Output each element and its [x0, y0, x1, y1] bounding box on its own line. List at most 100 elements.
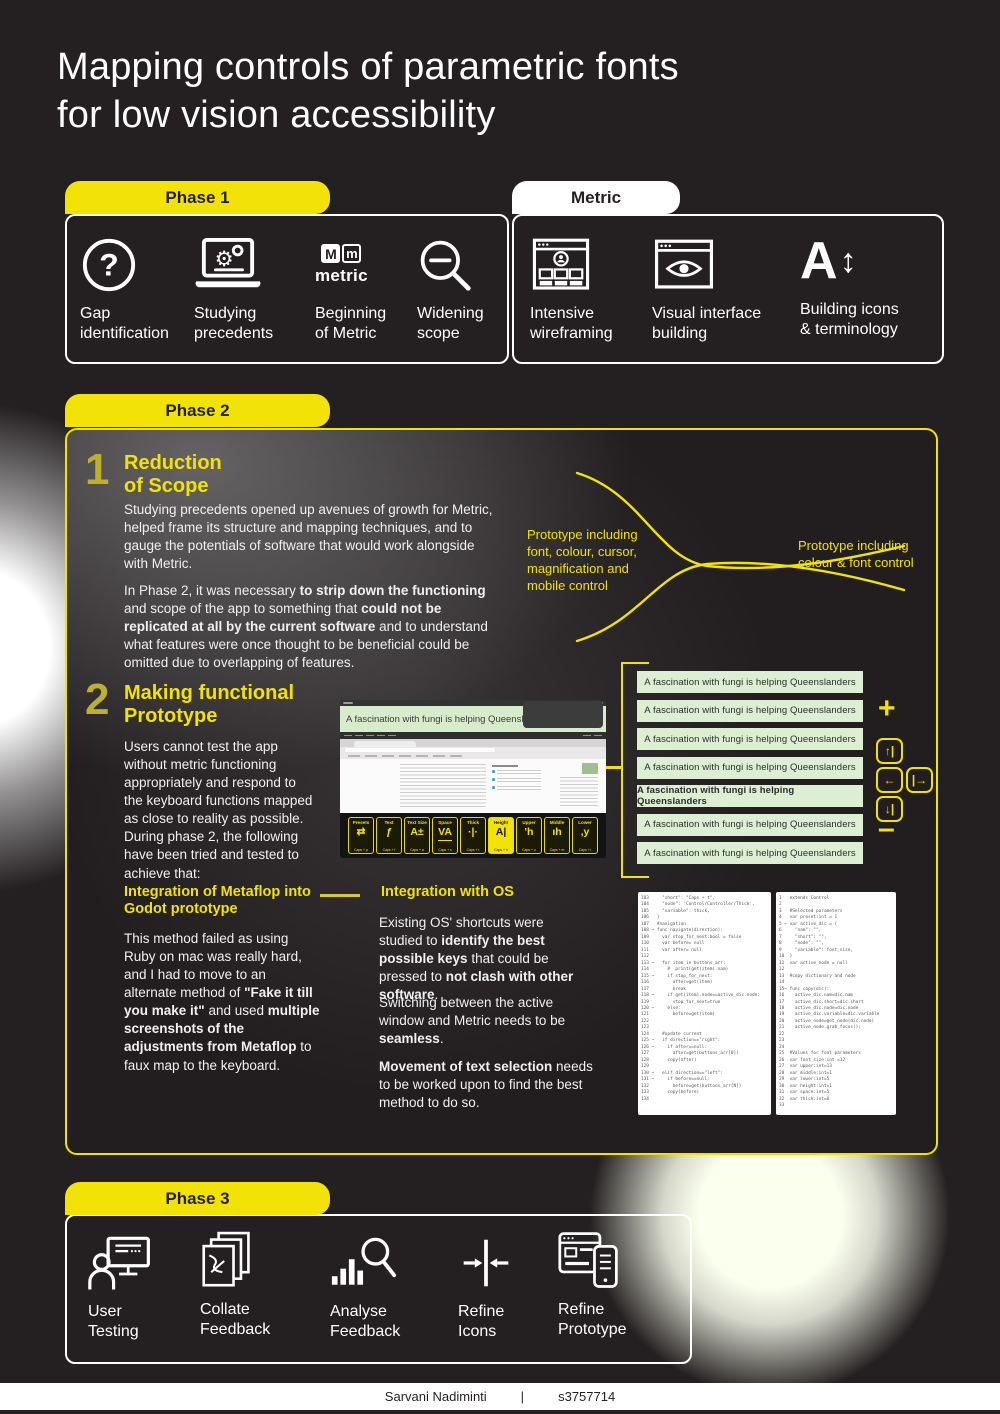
key-points-panel	[492, 765, 548, 799]
metric-wordmark: metric	[315, 266, 368, 285]
metric-item-intensive-wireframing: Intensive wireframing	[530, 234, 645, 344]
heading-dash	[320, 894, 360, 897]
phase2-tab-label: Phase 2	[165, 400, 230, 420]
dark-overlay	[523, 701, 603, 728]
author-name: Sarvani Nadiminti	[384, 1389, 487, 1404]
bottom-strip	[0, 1410, 1000, 1414]
address-bar	[340, 747, 606, 753]
student-id: s3757714	[558, 1389, 616, 1404]
chrome-menubar	[340, 732, 606, 739]
code-text: 103 "short": "Caps + t", 104 "node": 'Co…	[641, 896, 760, 1102]
section1-number: 1	[85, 445, 110, 494]
variable-font-row: A fascination with fungi is helping Quee…	[637, 671, 863, 693]
headline-banner: A fascination with fungi is helping Quee…	[340, 701, 606, 732]
page-content	[340, 759, 606, 813]
wireframe-window-icon	[530, 234, 592, 296]
key-thick: Thick·|·Caps + t	[459, 817, 487, 854]
letter-a-updown-icon: A ↕	[800, 232, 857, 290]
section1-paragraph-1: Studying precedents opened up avenues of…	[124, 502, 493, 572]
footer-separator: |	[520, 1389, 525, 1404]
variable-font-row: A fascination with fungi is helping Quee…	[637, 728, 863, 750]
phase3-item-label: Refine Icons	[458, 1303, 505, 1341]
svg-text:?: ?	[99, 247, 118, 283]
phase1-tab-label: Phase 1	[165, 187, 230, 207]
question-circle-icon: ?	[80, 234, 138, 296]
variable-font-row: A fascination with fungi is helping Quee…	[637, 813, 863, 836]
variable-font-row: A fascination with fungi is helping Quee…	[637, 842, 863, 864]
phase3-item-user-testing: User Testing	[88, 1232, 188, 1342]
metric-item-label: Visual interface building	[652, 305, 762, 343]
funnel-curves	[572, 458, 912, 658]
magnifier-minus-icon	[417, 234, 473, 296]
arrow-left-key-icon: ←	[876, 767, 903, 793]
phase3-item-refine-prototype: Refine Prototype	[558, 1230, 668, 1340]
phase2-tab: Phase 2	[65, 394, 330, 427]
browser-chrome	[340, 739, 606, 759]
section1-heading: Reduction of Scope	[124, 452, 222, 497]
stacked-pages-icon	[200, 1230, 254, 1292]
phase1-item-beginning-of-metric: M m metric Beginning of Metric	[315, 234, 415, 344]
phase1-item-widening-scope: Widening scope	[417, 234, 502, 344]
phase3-item-refine-icons: Refine Icons	[458, 1232, 543, 1342]
eye-window-icon	[652, 234, 716, 296]
prototype-browser-screenshot: A fascination with fungi is helping Quee…	[340, 700, 606, 858]
metric-item-label: Intensive wireframing	[530, 305, 613, 343]
key-presets: Presets⇄Caps + p	[347, 817, 375, 854]
os-heading: Integration with OS	[381, 884, 514, 900]
phase3-item-collate-feedback: Collate Feedback	[200, 1230, 310, 1340]
metric-tab-label: Metric	[570, 187, 622, 207]
barchart-magnifier-icon	[330, 1232, 398, 1294]
phase3-item-label: Refine Prototype	[558, 1301, 627, 1339]
metric-item-label: Building icons & terminology	[800, 301, 899, 339]
funnel-left-label: Prototype including font, colour, cursor…	[527, 527, 638, 593]
connector-line	[606, 766, 623, 769]
variable-font-row: A fascination with fungi is helping Quee…	[637, 785, 863, 807]
phase1-box	[65, 214, 509, 364]
metaflop-heading: Integration of Metaflop into Godot proto…	[124, 884, 311, 918]
phase3-item-label: User Testing	[88, 1303, 139, 1341]
section2-number: 2	[85, 675, 110, 724]
headline-text: A fascination with fungi is helping Quee…	[346, 713, 553, 725]
os-paragraph-3: Movement of text selection needs to be w…	[379, 1059, 593, 1111]
tab-bar	[340, 739, 606, 747]
arrow-up-key-icon: ↑|	[876, 738, 903, 764]
phase3-item-analyse-feedback: Analyse Feedback	[330, 1232, 440, 1342]
section2-heading: Making functional Prototype	[124, 682, 294, 727]
variable-font-row: A fascination with fungi is helping Quee…	[637, 699, 863, 722]
os-paragraph-2: Switching between the active window and …	[379, 995, 566, 1047]
phase3-box	[65, 1214, 692, 1364]
metric-box	[512, 214, 944, 364]
laptop-gear-icon: ⚙	[194, 234, 262, 296]
phase1-item-label: Widening scope	[417, 305, 484, 343]
code-screenshot-navigation: 103 "short": "Caps + t", 104 "node": 'Co…	[638, 892, 771, 1115]
phase1-item-label: Beginning of Metric	[315, 305, 387, 343]
user-monitor-icon	[88, 1232, 152, 1294]
poster-title: Mapping controls of parametric fonts for…	[57, 46, 679, 136]
browser-phone-icon	[558, 1230, 620, 1292]
arrow-down-key-icon: ↓|	[876, 796, 903, 822]
footer: Sarvani Nadiminti | s3757714	[0, 1383, 1000, 1410]
section1-paragraph-2: In Phase 2, it was necessary to strip do…	[124, 583, 488, 671]
section2-body: Users cannot test the app without metric…	[124, 739, 313, 881]
phase3-item-label: Analyse Feedback	[330, 1303, 401, 1341]
phase3-tab-label: Phase 3	[165, 1188, 230, 1208]
phase1-item-gap-identification: ? Gap identification	[80, 234, 192, 344]
metric-logo-icon: M m metric	[315, 244, 368, 285]
metaflop-body: This method failed as using Ruby on mac …	[124, 931, 320, 1073]
converge-arrows-icon	[458, 1232, 514, 1294]
metric-item-building-icons: A ↕ Building icons & terminology	[800, 230, 930, 340]
code-text: 1 extends Control 2 3 #Selected paramete…	[779, 896, 880, 1108]
code-screenshot-parameters: 1 extends Control 2 3 #Selected paramete…	[776, 892, 896, 1115]
article-thumbnail	[582, 763, 598, 774]
minus-icon: –	[878, 812, 895, 845]
metric-tab: Metric	[512, 181, 680, 214]
bookmarks-bar	[340, 753, 606, 759]
